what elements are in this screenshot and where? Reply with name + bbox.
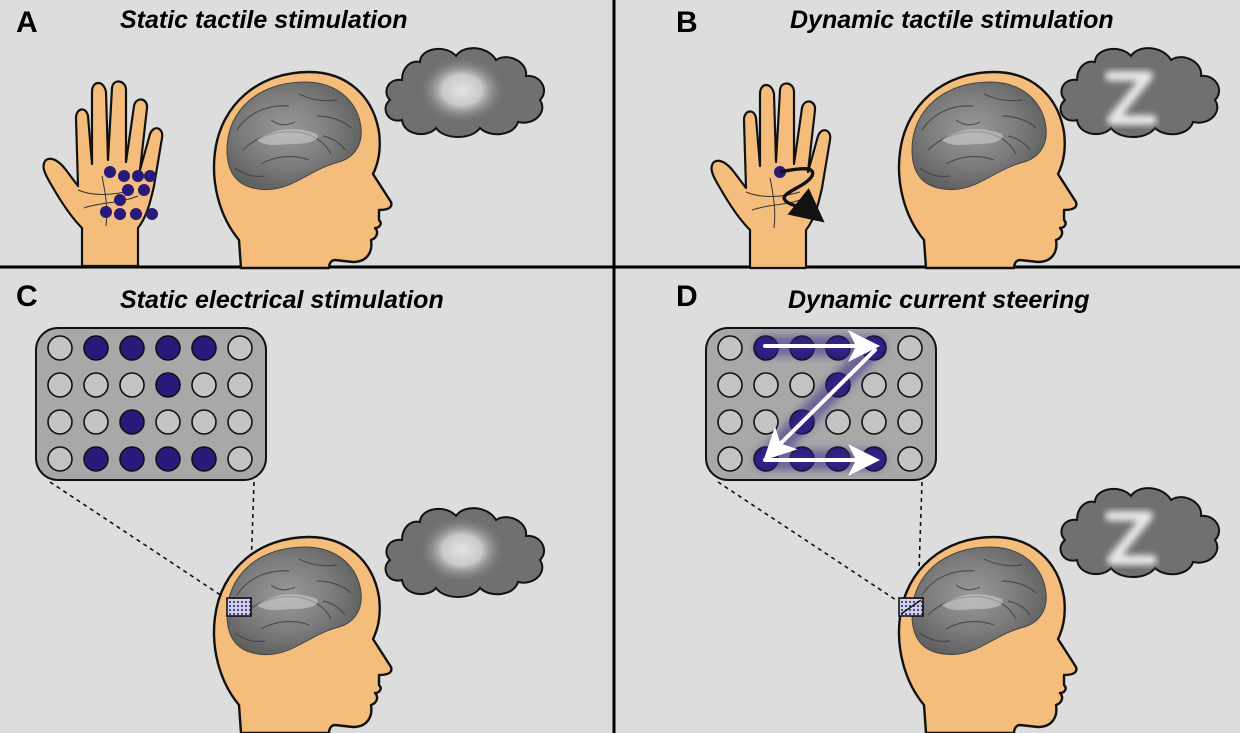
- percept-cloud-b: [1059, 47, 1221, 138]
- hand-dot-0: [104, 166, 116, 178]
- hand-dot-6: [114, 194, 126, 206]
- static-electrode-r2-c2: [119, 409, 145, 435]
- panel-c-illustration: [35, 327, 546, 733]
- hand-trace-arrow-b: [779, 167, 825, 223]
- panel-a-illustration: [42, 47, 546, 270]
- dynamic-electrode-r3-c5: [897, 446, 923, 472]
- hand-dot-3: [144, 170, 156, 182]
- static-electrode-r1-c5: [227, 372, 253, 398]
- static-electrode-r1-c0: [47, 372, 73, 398]
- hand-dot-4: [122, 184, 134, 196]
- head-c: [212, 535, 393, 733]
- zoom-line-left-d: [717, 481, 897, 601]
- percept-blur-a: [418, 56, 506, 124]
- dynamic-electrode-r0-c0: [717, 335, 743, 361]
- panel-c-title: Static electrical stimulation: [120, 286, 444, 314]
- hand-dot-7: [100, 206, 112, 218]
- panel-b-illustration: [710, 47, 1221, 270]
- static-electrode-r1-c3: [155, 372, 181, 398]
- zoom-line-left-c: [49, 481, 229, 601]
- static-electrode-r3-c0: [47, 446, 73, 472]
- hand-dot-1: [118, 170, 130, 182]
- static-electrode-r1-c4: [191, 372, 217, 398]
- implant-c: [226, 597, 252, 617]
- hand-dots-a: [100, 166, 158, 220]
- panel-c-letter: C: [16, 280, 38, 313]
- hand-dot-9: [130, 208, 142, 220]
- electrode-array-c: [35, 327, 267, 481]
- panel-b-letter: B: [676, 6, 698, 39]
- steering-arrows-d: [763, 330, 880, 476]
- dynamic-electrode-r1-c2: [789, 372, 815, 398]
- dynamic-electrode-r2-c0: [717, 409, 743, 435]
- panel-d-illustration: [705, 327, 1221, 733]
- dynamic-electrode-r2-c1: [753, 409, 779, 435]
- static-electrode-r2-c5: [227, 409, 253, 435]
- static-electrode-r0-c2: [119, 335, 145, 361]
- static-electrode-r1-c1: [83, 372, 109, 398]
- static-electrode-r1-c2: [119, 372, 145, 398]
- dynamic-electrode-r1-c1: [753, 372, 779, 398]
- head-b: [897, 70, 1078, 270]
- steering-arrow-diagonal: [763, 348, 877, 461]
- hand-dot-8: [114, 208, 126, 220]
- percept-cloud-a: [384, 47, 546, 138]
- panel-a-title: Static tactile stimulation: [120, 6, 408, 34]
- percept-cloud-c: [384, 507, 546, 598]
- static-electrode-r3-c5: [227, 446, 253, 472]
- electrode-grid-c: [47, 335, 253, 472]
- static-electrode-r2-c4: [191, 409, 217, 435]
- dynamic-electrode-r3-c0: [717, 446, 743, 472]
- static-electrode-r3-c3: [155, 446, 181, 472]
- dynamic-electrode-r2-c5: [897, 409, 923, 435]
- static-electrode-r0-c0: [47, 335, 73, 361]
- static-electrode-r0-c3: [155, 335, 181, 361]
- panel-a-letter: A: [16, 6, 38, 39]
- static-electrode-r2-c1: [83, 409, 109, 435]
- panel-d-letter: D: [676, 280, 698, 313]
- dynamic-electrode-r0-c5: [897, 335, 923, 361]
- static-electrode-r3-c4: [191, 446, 217, 472]
- dynamic-electrode-r2-c3: [825, 409, 851, 435]
- percept-blur-d: [1105, 511, 1157, 565]
- dynamic-electrode-r2-c4: [861, 409, 887, 435]
- percept-blur-c: [418, 516, 506, 584]
- static-electrode-r0-c5: [227, 335, 253, 361]
- hand-dot-2: [132, 170, 144, 182]
- static-electrode-r3-c1: [83, 446, 109, 472]
- percept-blur-b: [1105, 71, 1157, 125]
- static-electrode-r0-c1: [83, 335, 109, 361]
- static-electrode-r2-c3: [155, 409, 181, 435]
- hand-a: [42, 80, 164, 268]
- panel-d-title: Dynamic current steering: [788, 286, 1090, 314]
- head-a: [212, 70, 393, 270]
- hand-dot-5: [138, 184, 150, 196]
- dynamic-electrode-r1-c4: [861, 372, 887, 398]
- dynamic-electrode-r1-c5: [897, 372, 923, 398]
- static-electrode-r3-c2: [119, 446, 145, 472]
- head-d: [897, 535, 1078, 733]
- percept-cloud-d: [1059, 487, 1221, 578]
- panel-b-title: Dynamic tactile stimulation: [790, 6, 1114, 34]
- static-electrode-r0-c4: [191, 335, 217, 361]
- static-electrode-r2-c0: [47, 409, 73, 435]
- hand-dot-10: [146, 208, 158, 220]
- dynamic-electrode-r1-c0: [717, 372, 743, 398]
